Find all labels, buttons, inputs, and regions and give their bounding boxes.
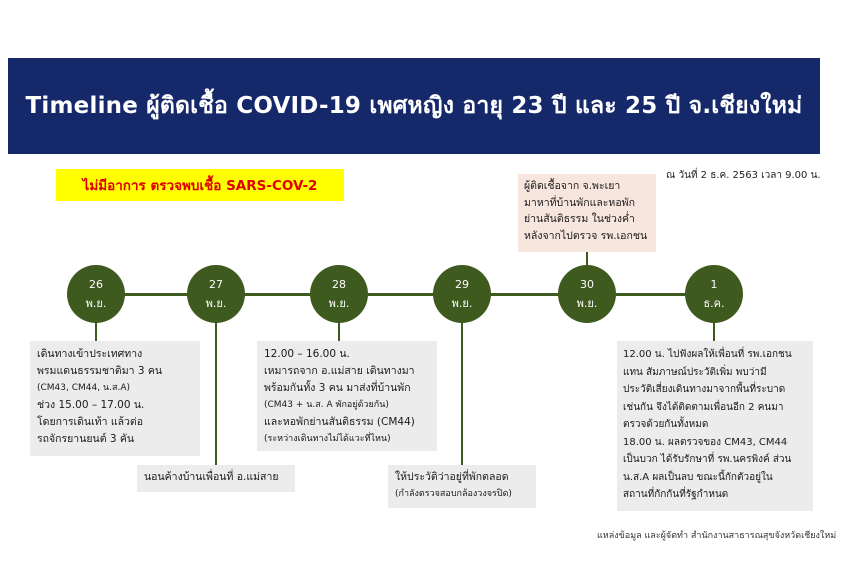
connector-nov27	[215, 322, 217, 467]
connector-nov30	[586, 252, 588, 266]
date-day: 28	[332, 278, 346, 291]
event-line: ให้ประวัติว่าอยู่ที่พักตลอด	[395, 471, 509, 483]
source-credit: แหล่งข้อมูล และผู้จัดทำ สำนักงานสาธารณสุ…	[597, 531, 837, 541]
event-box-nov27: นอนค้างบ้านเพื่อนที่ อ.แม่สาย	[137, 465, 295, 492]
page-title: Timeline ผู้ติดเชื้อ COVID-19 เพศหญิง อา…	[25, 93, 803, 119]
date-node-nov27: 27 พ.ย.	[187, 265, 245, 323]
date-month: พ.ย.	[328, 297, 350, 310]
event-line: สถานที่กักกันที่รัฐกำหนด	[623, 489, 729, 500]
event-box-nov26: เดินทางเข้าประเทศทาง พรมแดนธรรมชาติมา 3 …	[30, 341, 200, 456]
event-line: ช่วง 15.00 – 17.00 น.	[37, 399, 145, 411]
date-day: 1	[710, 278, 718, 291]
event-box-dec1: 12.00 น. ไปฟังผลให้เพื่อนที่ รพ.เอกชน แท…	[617, 341, 813, 511]
date-node-dec1: 1 ธ.ค.	[685, 265, 743, 323]
connector-nov29	[461, 322, 463, 467]
status-label: ไม่มีอาการ ตรวจพบเชื้อ SARS-COV-2	[56, 169, 344, 201]
date-node-nov29: 29 พ.ย.	[433, 265, 491, 323]
title-banner: Timeline ผู้ติดเชื้อ COVID-19 เพศหญิง อา…	[8, 58, 820, 154]
date-month: ธ.ค.	[703, 297, 725, 310]
event-line: ย่านสันติธรรม ในช่วงค่ำ	[524, 213, 635, 225]
date-day: 27	[209, 278, 223, 291]
date-note: ณ วันที่ 2 ธ.ค. 2563 เวลา 9.00 น.	[666, 170, 821, 181]
date-month: พ.ย.	[576, 297, 598, 310]
event-box-nov29: ให้ประวัติว่าอยู่ที่พักตลอด (กำลังตรวจสอ…	[388, 465, 536, 508]
event-line: 12.00 – 16.00 น.	[264, 348, 350, 360]
timeline-axis	[96, 293, 716, 296]
event-line: พร้อมกันทั้ง 3 คน มาส่งที่บ้านพัก	[264, 382, 411, 394]
date-day: 30	[580, 278, 594, 291]
event-line: พรมแดนธรรมชาติมา 3 คน	[37, 365, 163, 377]
event-line: เหมารถจาก อ.แม่สาย เดินทางมา	[264, 365, 415, 377]
event-line: โดยการเดินเท้า แล้วต่อ	[37, 416, 144, 428]
connector-nov28	[338, 322, 340, 342]
event-line: รถจักรยานยนต์ 3 คัน	[37, 433, 135, 445]
event-box-nov28: 12.00 – 16.00 น. เหมารถจาก อ.แม่สาย เดิน…	[257, 341, 437, 451]
event-line: ประวัติเสี่ยงเดินทางมาจากพื้นที่ระบาด	[623, 384, 786, 395]
event-line: แทน สัมภาษณ์ประวัติเพิ่ม พบว่ามี	[623, 366, 767, 378]
event-line: น.ส.A ผลเป็นลบ ขณะนี้กักตัวอยู่ใน	[623, 471, 773, 483]
date-node-nov28: 28 พ.ย.	[310, 265, 368, 323]
event-line: และหอพักย่านสันติธรรม (CM44)	[264, 416, 415, 428]
date-node-nov30: 30 พ.ย.	[558, 265, 616, 323]
connector-nov26	[95, 322, 97, 342]
event-line: หลังจากไปตรวจ รพ.เอกชน	[524, 229, 648, 242]
connector-dec1	[713, 322, 715, 342]
event-line: เป็นบวก ได้รับรักษาที่ รพ.นครพิงค์ ส่วน	[623, 454, 792, 465]
date-month: พ.ย.	[451, 297, 473, 310]
date-node-nov26: 26 พ.ย.	[67, 265, 125, 323]
event-line: (CM43, CM44, น.ส.A)	[37, 383, 130, 393]
event-line: (CM43 + น.ส. A พักอยู่ด้วยกัน)	[264, 400, 389, 410]
event-line: ผู้ติดเชื้อจาก จ.พะเยา	[524, 180, 621, 192]
date-day: 26	[89, 278, 103, 291]
event-line: 18.00 น. ผลตรวจของ CM43, CM44	[623, 436, 788, 448]
event-line: ตรวจด้วยกันทั้งหมด	[623, 419, 709, 430]
date-month: พ.ย.	[205, 297, 227, 310]
event-line: เดินทางเข้าประเทศทาง	[37, 348, 143, 360]
date-month: พ.ย.	[85, 297, 107, 310]
event-line: มาหาที่บ้านพักและหอพัก	[524, 196, 635, 209]
event-line: นอนค้างบ้านเพื่อนที่ อ.แม่สาย	[144, 471, 279, 483]
event-line: 12.00 น. ไปฟังผลให้เพื่อนที่ รพ.เอกชน	[623, 349, 792, 360]
event-line: เช่นกัน จึงได้ติดตามเพื่อนอีก 2 คนมา	[623, 401, 784, 413]
event-line: (กำลังตรวจสอบกล้องวงจรปิด)	[395, 489, 512, 499]
event-line: (ระหว่างเดินทางไม่ได้แวะที่ไหน)	[264, 434, 391, 444]
event-box-nov30: ผู้ติดเชื้อจาก จ.พะเยา มาหาที่บ้านพักและ…	[518, 174, 656, 252]
date-day: 29	[455, 278, 469, 291]
